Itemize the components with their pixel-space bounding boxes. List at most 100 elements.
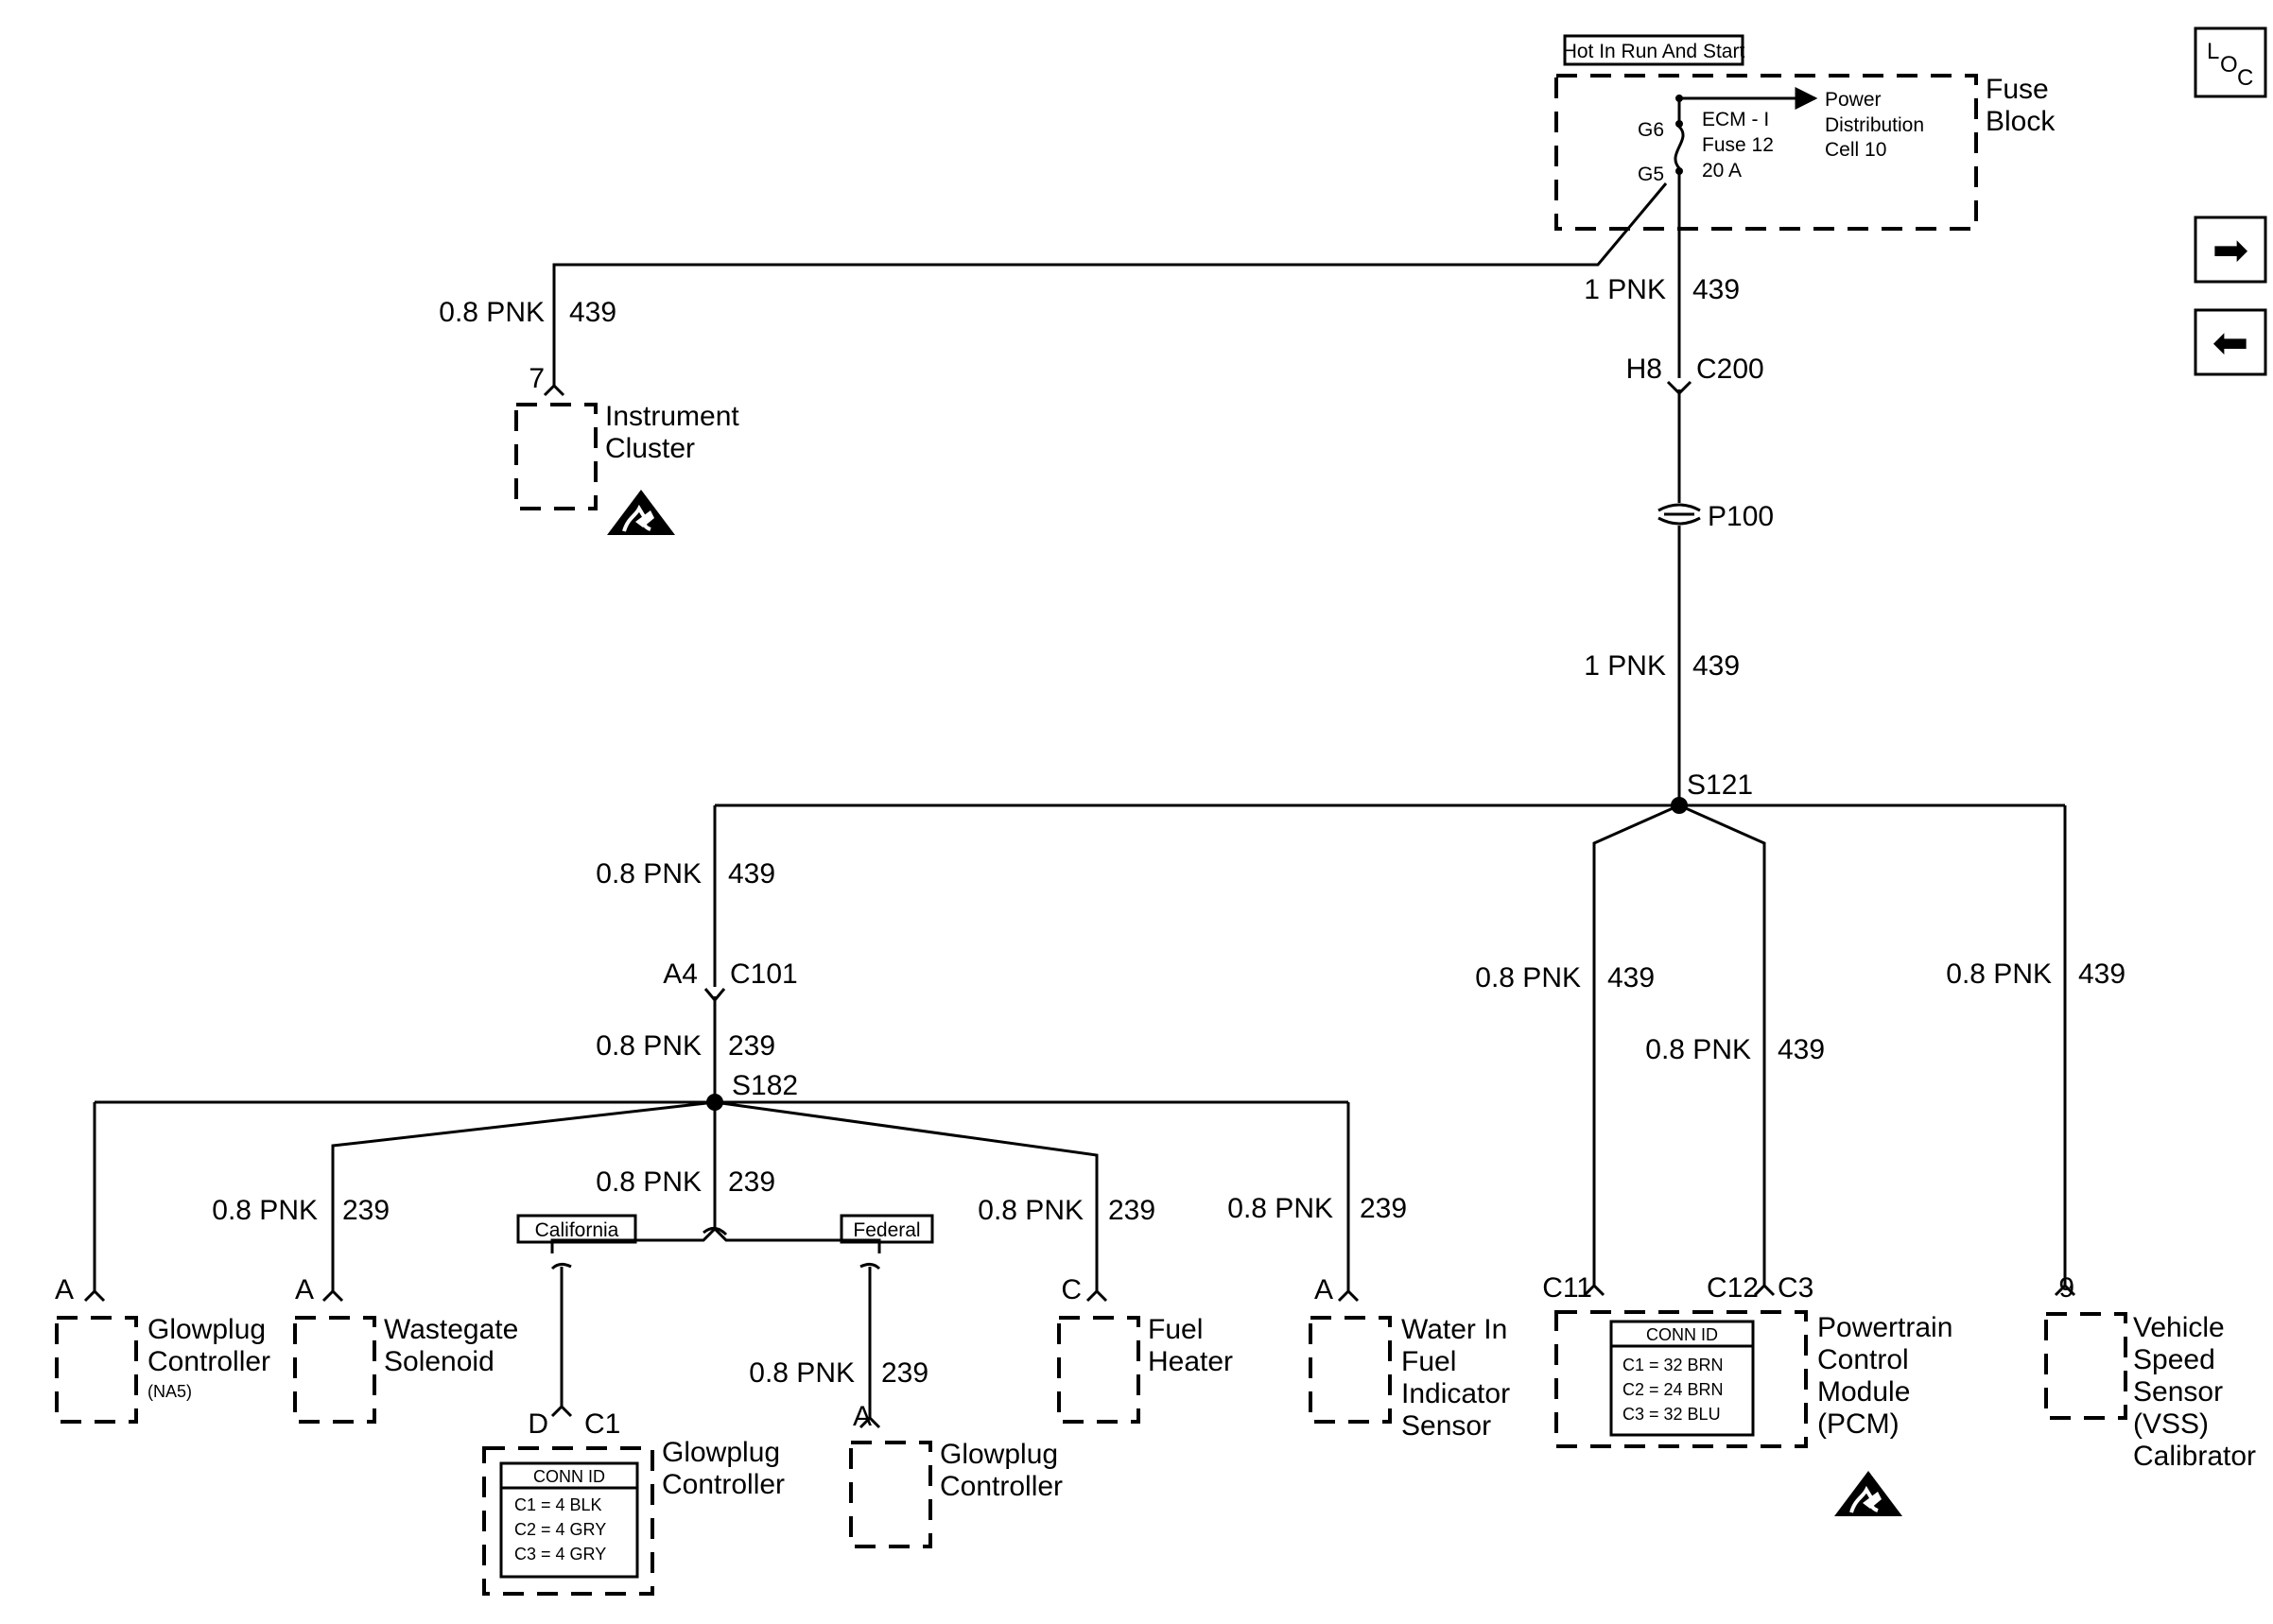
pcm-name4: (PCM) bbox=[1817, 1408, 1900, 1440]
water-sensor-name3: Indicator bbox=[1401, 1378, 1510, 1409]
glowplug-ca-conn-row1: C1 = 4 BLK bbox=[514, 1495, 602, 1514]
instrument-cluster-feed: 0.8 PNK 439 7 bbox=[439, 182, 1668, 397]
wastegate-name2: Solenoid bbox=[384, 1346, 495, 1377]
vss-pin: 9 bbox=[2058, 1272, 2074, 1304]
main-mid-circuit: 439 bbox=[1692, 650, 1740, 682]
pcm-conn-id bbox=[1609, 1320, 1755, 1437]
pcm-conn-title: CONN ID bbox=[1646, 1325, 1718, 1344]
federal-drop-circuit: 239 bbox=[881, 1357, 928, 1389]
loc-letter-c: C bbox=[2237, 65, 2253, 91]
california-label: California bbox=[535, 1219, 619, 1241]
federal-label: Federal bbox=[853, 1219, 920, 1241]
vss-circuit: 439 bbox=[2078, 959, 2126, 990]
main-feed: 1 PNK 439 H8 C200 P100 1 PNK 439 bbox=[1584, 171, 1774, 805]
wastegate-name1: Wastegate bbox=[384, 1314, 518, 1345]
glowplug-ca-conn-row2: C2 = 4 GRY bbox=[514, 1520, 606, 1539]
water-sensor-pin: A bbox=[1314, 1274, 1333, 1305]
fuse-number: Fuse 12 bbox=[1702, 134, 1774, 156]
power-dist-line3: Cell 10 bbox=[1825, 139, 1886, 161]
glowplug-fed-pin: A bbox=[853, 1401, 872, 1432]
c101-pin: A4 bbox=[663, 959, 698, 990]
left-branch: 0.8 PNK 439 A4 C101 0.8 PNK 239 bbox=[596, 858, 798, 1100]
fuse-block-label1: Fuse bbox=[1986, 74, 2049, 105]
loc-letter-o: O bbox=[2220, 52, 2238, 78]
pcm-name3: Module bbox=[1817, 1376, 1910, 1408]
pcm-conn-row1: C1 = 32 BRN bbox=[1622, 1356, 1724, 1374]
water-sensor-name1: Water In bbox=[1401, 1314, 1507, 1345]
power-dist-line1: Power bbox=[1825, 89, 1882, 111]
wastegate-circuit: 239 bbox=[342, 1195, 390, 1226]
pcm-pin-c3: C3 bbox=[1778, 1272, 1813, 1304]
p100-passthrough bbox=[1657, 503, 1701, 512]
center-drop-gauge: 0.8 PNK bbox=[596, 1166, 702, 1198]
vss-name3: Sensor bbox=[2133, 1376, 2223, 1408]
fuse-pin-bottom-label: G5 bbox=[1638, 164, 1664, 185]
fuel-heater-pin: C bbox=[1061, 1274, 1082, 1305]
water-sensor-gauge: 0.8 PNK bbox=[1227, 1193, 1333, 1224]
glowplug-ca-name2: Controller bbox=[662, 1469, 785, 1500]
p100-label: P100 bbox=[1708, 501, 1774, 532]
fuse-rating: 20 A bbox=[1702, 160, 1742, 181]
wastegate-solenoid: A Wastegate Solenoid bbox=[293, 1274, 518, 1424]
glowplug-na5-name1: Glowplug bbox=[147, 1314, 266, 1345]
left-branch-circuit: 439 bbox=[728, 858, 775, 890]
fuel-heater-circuit: 239 bbox=[1108, 1195, 1155, 1226]
pcm-c11-circuit: 439 bbox=[1607, 962, 1655, 993]
glowplug-controller-california: D C1 CONN ID C1 = 4 BLK C2 = 4 GRY C3 = … bbox=[482, 1404, 785, 1596]
vss-name4: (VSS) bbox=[2133, 1408, 2209, 1440]
fuel-heater-name2: Heater bbox=[1148, 1346, 1233, 1377]
esd-warning-icon bbox=[605, 488, 677, 537]
glowplug-na5-name2: Controller bbox=[147, 1346, 270, 1377]
after-c101-gauge: 0.8 PNK bbox=[596, 1030, 702, 1062]
ic-name1: Instrument bbox=[605, 401, 739, 432]
main-top-circuit: 439 bbox=[1692, 274, 1740, 305]
glowplug-ca-name1: Glowplug bbox=[662, 1437, 780, 1468]
water-sensor-circuit: 239 bbox=[1360, 1193, 1407, 1224]
c101-label: C101 bbox=[730, 959, 798, 990]
fuel-heater-name1: Fuel bbox=[1148, 1314, 1203, 1345]
arrow-right-icon: ➡ bbox=[2212, 225, 2249, 274]
federal-tag bbox=[840, 1214, 934, 1244]
previous-page-button[interactable]: ⬅ bbox=[2194, 308, 2267, 376]
fuse-element bbox=[1674, 125, 1685, 169]
main-mid-gauge: 1 PNK bbox=[1584, 650, 1666, 682]
ic-name2: Cluster bbox=[605, 433, 695, 464]
hot-in-run-label: Hot In Run And Start bbox=[1563, 41, 1745, 62]
c200-pin: H8 bbox=[1626, 354, 1662, 385]
fuse-block: Hot In Run And Start G6 G5 ECM - I Fuse … bbox=[1554, 34, 2056, 231]
fuel-heater-gauge: 0.8 PNK bbox=[978, 1195, 1084, 1226]
water-in-fuel-sensor: A Water In Fuel Indicator Sensor bbox=[1309, 1274, 1510, 1442]
wastegate-gauge: 0.8 PNK bbox=[212, 1195, 318, 1226]
next-page-button[interactable]: ➡ bbox=[2194, 216, 2267, 284]
ic-feed-circuit: 439 bbox=[569, 297, 616, 328]
c200-label: C200 bbox=[1696, 354, 1764, 385]
vehicle-speed-sensor-calibrator: 0.8 PNK 439 9 Vehicle Speed Sensor (VSS)… bbox=[1946, 959, 2256, 1472]
glowplug-controller-na5: A Glowplug Controller (NA5) bbox=[55, 1274, 270, 1424]
water-sensor-name2: Fuel bbox=[1401, 1346, 1456, 1377]
center-drop-circuit: 239 bbox=[728, 1166, 775, 1198]
glowplug-fed-name2: Controller bbox=[940, 1471, 1063, 1502]
federal-drop-gauge: 0.8 PNK bbox=[749, 1357, 855, 1389]
glowplug-ca-pin-d: D bbox=[528, 1408, 548, 1440]
arrow-left-icon: ⬅ bbox=[2212, 318, 2249, 367]
pcm-c12-circuit: 439 bbox=[1778, 1034, 1825, 1065]
vss-gauge: 0.8 PNK bbox=[1946, 959, 2052, 990]
glowplug-controller-federal: A Glowplug Controller bbox=[849, 1401, 1063, 1548]
fuse-block-outline bbox=[1554, 74, 1978, 231]
fuse-block-label2: Block bbox=[1986, 106, 2056, 137]
glowplug-fed-name1: Glowplug bbox=[940, 1439, 1058, 1470]
powertrain-control-module: 0.8 PNK 439 0.8 PNK 439 C11 C12 C3 CONN … bbox=[1475, 962, 1952, 1518]
left-branch-gauge: 0.8 PNK bbox=[596, 858, 702, 890]
pcm-pin-c12: C12 bbox=[1707, 1272, 1759, 1304]
glowplug-na5-pin: A bbox=[55, 1274, 74, 1305]
loc-button[interactable]: L O C bbox=[2194, 26, 2267, 98]
fuel-heater: C Fuel Heater bbox=[1057, 1274, 1233, 1424]
s121-label: S121 bbox=[1687, 769, 1753, 801]
glowplug-ca-pin-c1: C1 bbox=[584, 1408, 620, 1440]
wastegate-pin: A bbox=[295, 1274, 314, 1305]
after-c101-circuit: 239 bbox=[728, 1030, 775, 1062]
glowplug-ca-conn-title: CONN ID bbox=[533, 1467, 605, 1486]
instrument-cluster: Instrument Cluster bbox=[514, 401, 739, 537]
glowplug-ca-conn-id bbox=[499, 1461, 639, 1579]
